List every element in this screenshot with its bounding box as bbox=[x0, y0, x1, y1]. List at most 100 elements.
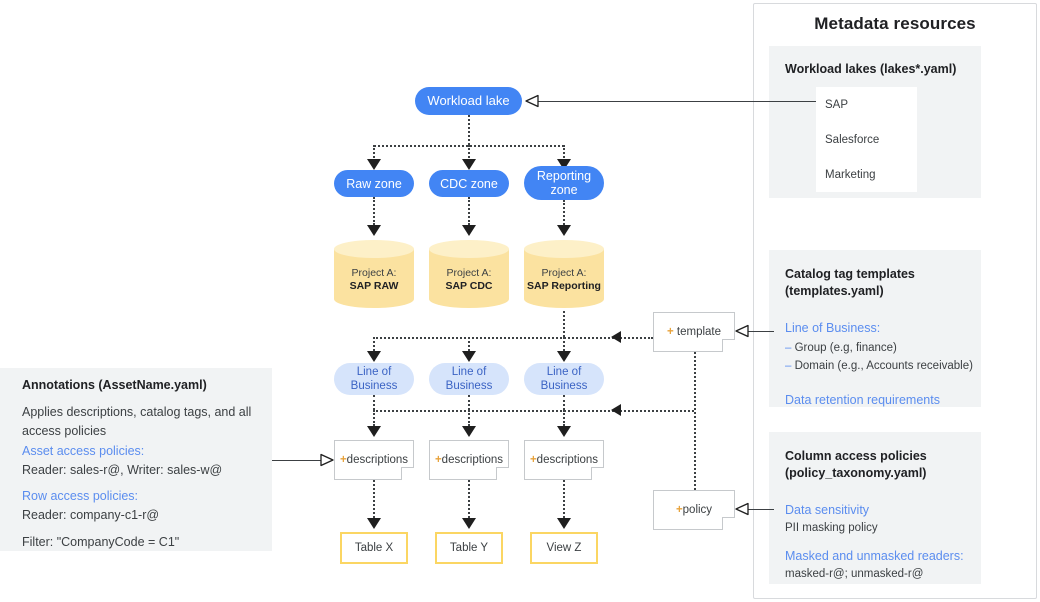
connector-bus-to-raw bbox=[373, 145, 375, 161]
masked-readers-value: masked-r@; unmasked-r@ bbox=[785, 568, 924, 580]
catalog-tag-templates-title: Catalog tag templates (templates.yaml) bbox=[785, 267, 915, 298]
connector-cdc-to-project bbox=[468, 197, 470, 225]
bullet-group-text: Group (e.g, finance) bbox=[794, 342, 897, 354]
cylinder-label: Project A: SAP RAW bbox=[334, 256, 414, 304]
row-access-filter-value: Filter: "CompanyCode = C1" bbox=[22, 535, 180, 549]
arrowhead-template-bus-left bbox=[611, 331, 621, 343]
folded-corner-icon bbox=[496, 467, 509, 480]
note-policy[interactable]: +policy bbox=[653, 490, 735, 530]
line-of-business-heading: Line of Business: bbox=[785, 321, 881, 335]
note-label: policy bbox=[682, 504, 713, 516]
connector-templates-card-to-note bbox=[748, 331, 774, 332]
connector-raw-to-project bbox=[373, 197, 375, 225]
connector-template-bus-to-lob2 bbox=[468, 337, 470, 351]
node-table-x[interactable]: Table X bbox=[340, 532, 408, 564]
node-reporting-zone[interactable]: Reporting zone bbox=[524, 166, 604, 200]
connector-sap-to-workload-lake bbox=[538, 101, 816, 102]
connector-desc2-to-table bbox=[468, 480, 470, 518]
arrowhead-view-z bbox=[557, 518, 571, 529]
connector-bus-to-cdc bbox=[468, 145, 470, 161]
asset-access-policies-value: Reader: sales-r@, Writer: sales-w@ bbox=[22, 463, 223, 477]
bullet-dash-icon: – bbox=[785, 342, 792, 354]
connector-policies-card-to-note bbox=[748, 509, 774, 510]
project-prefix: Project A: bbox=[351, 267, 397, 279]
node-project-sap-cdc[interactable]: Project A: SAP CDC bbox=[429, 240, 509, 308]
lake-item-sap[interactable]: SAP bbox=[816, 87, 917, 122]
node-cdc-zone[interactable]: CDC zone bbox=[429, 170, 509, 197]
arrowhead-lob3 bbox=[557, 351, 571, 362]
note-template[interactable]: + template bbox=[653, 312, 735, 352]
folded-corner-icon bbox=[722, 339, 735, 352]
column-access-policies-title: Column access policies (policy_taxonomy.… bbox=[785, 449, 927, 480]
line-of-business-bullet-group: – Group (e.g, finance) bbox=[785, 342, 897, 354]
connector-reporting-to-project bbox=[563, 200, 565, 225]
bullet-dash-icon: – bbox=[785, 360, 792, 372]
arrowhead-into-policy-note bbox=[735, 502, 749, 516]
connector-desc1-to-table bbox=[373, 480, 375, 518]
plus-icon: + bbox=[529, 454, 537, 466]
note-descriptions-1[interactable]: +descriptions bbox=[334, 440, 414, 480]
note-label: descriptions bbox=[441, 454, 504, 466]
arrowhead-into-descriptions bbox=[320, 453, 334, 467]
connector-bus-to-reporting bbox=[563, 145, 565, 161]
annotations-description: Applies descriptions, catalog tags, and … bbox=[22, 405, 252, 438]
catalog-tag-templates-card bbox=[769, 250, 981, 407]
note-descriptions-2[interactable]: +descriptions bbox=[429, 440, 509, 480]
row-access-policies-heading: Row access policies: bbox=[22, 489, 139, 503]
node-line-of-business-2[interactable]: Line of Business bbox=[429, 363, 509, 395]
plus-icon: + bbox=[666, 326, 674, 338]
connector-bus-to-desc2 bbox=[468, 410, 470, 426]
line-of-business-bullet-domain: – Domain (e.g., Accounts receivable) bbox=[785, 360, 973, 372]
lake-item-marketing[interactable]: Marketing bbox=[816, 157, 917, 192]
node-line-of-business-3[interactable]: Line of Business bbox=[524, 363, 604, 395]
lake-item-salesforce[interactable]: Salesforce bbox=[816, 122, 917, 157]
column-access-policies-card bbox=[769, 432, 981, 584]
node-project-sap-reporting[interactable]: Project A: SAP Reporting bbox=[524, 240, 604, 308]
folded-corner-icon bbox=[401, 467, 414, 480]
node-workload-lake[interactable]: Workload lake bbox=[415, 87, 522, 115]
arrowhead-into-workload-lake bbox=[525, 94, 539, 108]
node-table-y[interactable]: Table Y bbox=[435, 532, 503, 564]
data-sensitivity-value: PII masking policy bbox=[785, 522, 878, 534]
connector-desc3-to-table bbox=[563, 480, 565, 518]
annotations-card bbox=[0, 368, 272, 551]
note-label: template bbox=[673, 326, 722, 338]
arrowhead-table-x bbox=[367, 518, 381, 529]
connector-bus-to-desc1 bbox=[373, 410, 375, 426]
arrowhead-table-y bbox=[462, 518, 476, 529]
arrowhead-project-reporting bbox=[557, 225, 571, 236]
connector-template-note-down bbox=[694, 352, 696, 490]
node-view-z[interactable]: View Z bbox=[530, 532, 598, 564]
arrowhead-project-raw bbox=[367, 225, 381, 236]
cylinder-top bbox=[334, 240, 414, 258]
connector-lake-down bbox=[468, 115, 470, 145]
connector-lob2-down bbox=[468, 395, 470, 410]
data-sensitivity-heading: Data sensitivity bbox=[785, 503, 870, 517]
connector-lob1-down bbox=[373, 395, 375, 410]
node-line-of-business-1[interactable]: Line of Business bbox=[334, 363, 414, 395]
folded-corner-icon bbox=[722, 517, 735, 530]
masked-readers-heading: Masked and unmasked readers: bbox=[785, 549, 964, 563]
arrowhead-cdc-zone bbox=[462, 159, 476, 170]
workload-lakes-title: Workload lakes (lakes*.yaml) bbox=[785, 62, 957, 76]
project-name: SAP Reporting bbox=[527, 280, 601, 292]
project-prefix: Project A: bbox=[446, 267, 492, 279]
connector-template-bus bbox=[373, 337, 653, 339]
arrowhead-raw-zone bbox=[367, 159, 381, 170]
connector-descriptions-bus bbox=[373, 410, 694, 412]
project-name: SAP CDC bbox=[445, 280, 493, 292]
connector-project-reporting-down bbox=[563, 306, 565, 337]
connector-template-bus-to-lob1 bbox=[373, 337, 375, 351]
arrowhead-desc2 bbox=[462, 426, 476, 437]
arrowhead-desc3 bbox=[557, 426, 571, 437]
arrowhead-project-cdc bbox=[462, 225, 476, 236]
bullet-domain-text: Domain (e.g., Accounts receivable) bbox=[794, 360, 973, 372]
note-descriptions-3[interactable]: +descriptions bbox=[524, 440, 604, 480]
node-project-sap-raw[interactable]: Project A: SAP RAW bbox=[334, 240, 414, 308]
project-prefix: Project A: bbox=[541, 267, 587, 279]
node-raw-zone[interactable]: Raw zone bbox=[334, 170, 414, 197]
plus-icon: + bbox=[675, 504, 683, 516]
folded-corner-icon bbox=[591, 467, 604, 480]
annotations-title: Annotations (AssetName.yaml) bbox=[22, 378, 207, 392]
arrowhead-lob1 bbox=[367, 351, 381, 362]
